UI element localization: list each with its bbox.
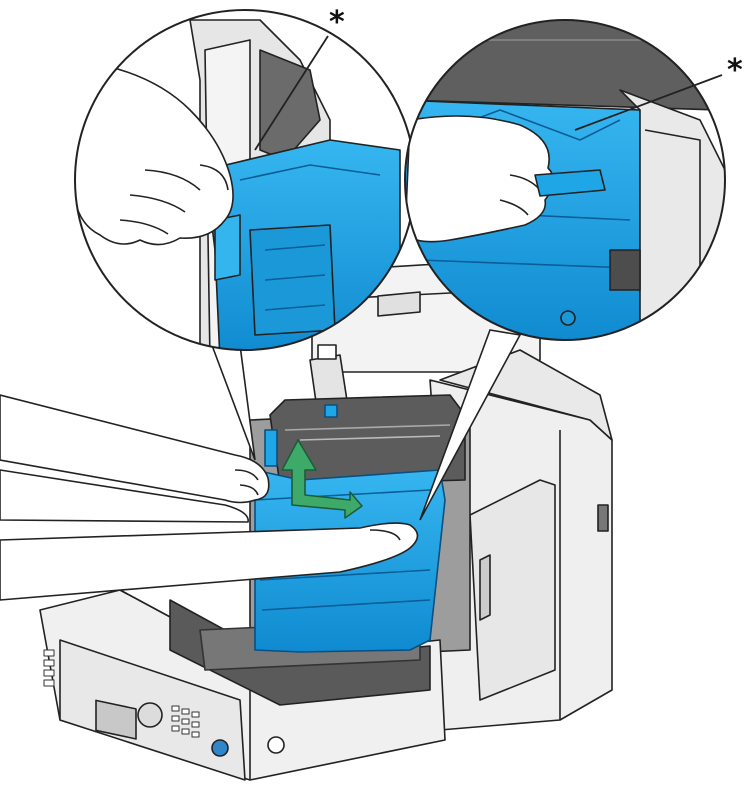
callout-pointers bbox=[208, 329, 522, 521]
right-detail-callout bbox=[404, 19, 726, 341]
hands-main bbox=[0, 394, 419, 601]
left-asterisk-marker: * bbox=[329, 5, 345, 40]
right-marker-leader-line bbox=[574, 74, 723, 131]
left-marker-leader-line bbox=[254, 35, 329, 151]
left-detail-callout bbox=[74, 9, 416, 351]
right-asterisk-marker: * bbox=[727, 53, 743, 88]
lift-up-then-pull-out-arrow bbox=[281, 439, 363, 519]
